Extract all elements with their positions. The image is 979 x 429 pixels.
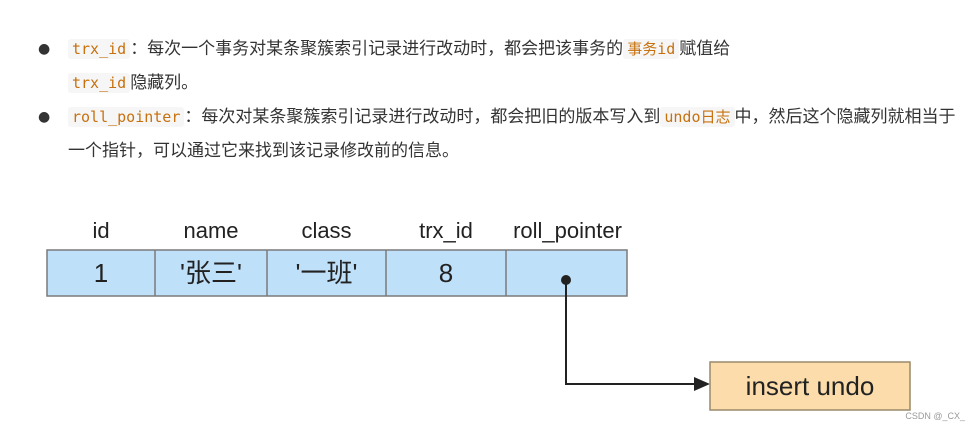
- bullet-trx-id: ● trx_id：每次一个事务对某条聚簇索引记录进行改动时，都会把该事务的事务i…: [36, 32, 956, 100]
- header-class: class: [301, 218, 352, 243]
- watermark: CSDN @_CX_: [905, 411, 965, 421]
- inline-code: 事务id: [623, 39, 680, 59]
- header-trx-id: trx_id: [419, 218, 473, 243]
- cell-class: '一班': [295, 258, 358, 288]
- cell-trx-id: 8: [438, 258, 454, 288]
- inline-code: roll_pointer: [68, 107, 185, 127]
- bullet-dot: ●: [38, 109, 51, 125]
- cell-id: 1: [93, 258, 109, 288]
- header-id: id: [92, 218, 110, 243]
- bullet-dot: ●: [38, 41, 51, 57]
- insert-undo-label: insert undo: [745, 371, 875, 401]
- bullet-text: 隐藏列。: [130, 73, 199, 93]
- cell-name: '张三': [180, 258, 242, 288]
- pointer-arrow-line: [565, 280, 700, 385]
- inline-code: trx_id: [68, 39, 131, 59]
- header-roll-pointer: roll_pointer: [513, 218, 622, 243]
- arrow-head-icon: [694, 377, 710, 391]
- insert-undo-box: [709, 361, 911, 411]
- header-name: name: [183, 218, 239, 243]
- bullet-list: ● trx_id：每次一个事务对某条聚簇索引记录进行改动时，都会把该事务的事务i…: [36, 32, 956, 168]
- inline-code: undo日志: [660, 107, 735, 127]
- record-row-box: [46, 249, 628, 297]
- bullet-roll-pointer: ● roll_pointer：每次对某条聚簇索引记录进行改动时，都会把旧的版本写…: [36, 100, 956, 168]
- bullet-text: ：每次一个事务对某条聚簇索引记录进行改动时，都会把该事务的: [130, 39, 624, 59]
- bullet-text: ：每次对某条聚簇索引记录进行改动时，都会把旧的版本写入到: [184, 107, 661, 127]
- bullet-text: 中，然后这个隐藏列就相当于一个指针，可以通过它来找到该记录修改前的信息。: [68, 107, 956, 161]
- bullet-text: 赋值给: [679, 39, 731, 59]
- cell-roll-pointer: [506, 250, 627, 296]
- inline-code: trx_id: [68, 73, 131, 93]
